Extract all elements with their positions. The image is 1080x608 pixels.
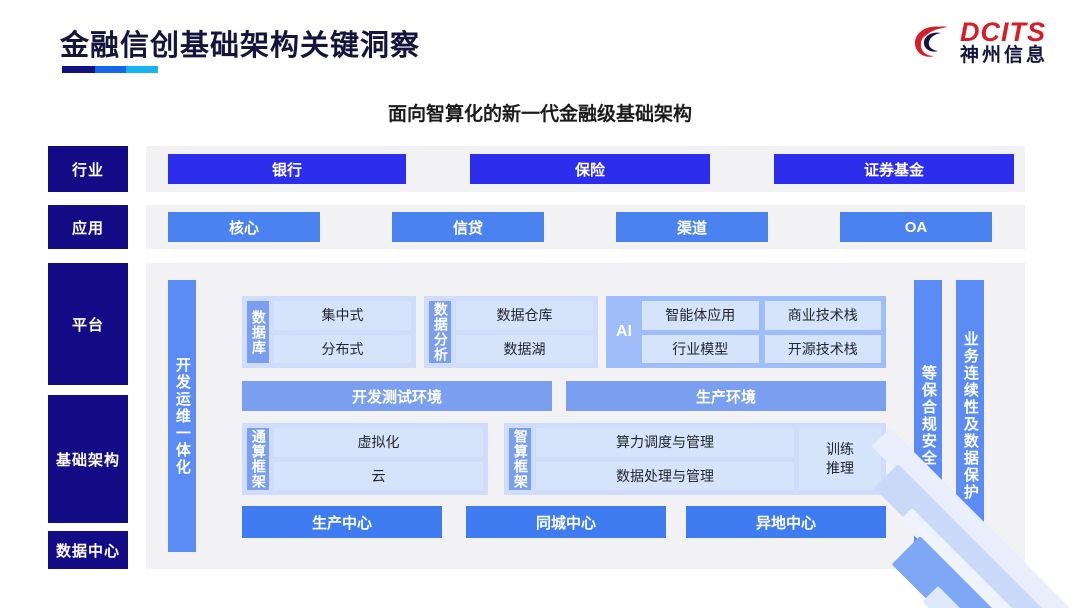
brand-logo: DCITS 神州信息 (912, 18, 1048, 66)
rule-segment-2 (94, 66, 127, 73)
cell-data-warehouse[interactable]: 数据仓库 (456, 301, 593, 330)
cell-agent-application[interactable]: 智能体应用 (642, 301, 759, 330)
logo-wordmark: DCITS 神州信息 (960, 18, 1048, 66)
group-row: 智能体应用 商业技术栈 (642, 301, 881, 330)
group-body: 算力调度与管理 数据处理与管理 (536, 428, 794, 490)
layer-label-application: 应用 (48, 205, 128, 249)
application-row-panel: 核心 信贷 渠道 OA (146, 205, 1025, 249)
industry-chip-securities-fund[interactable]: 证券基金 (774, 154, 1014, 184)
title-underline-rule (62, 66, 158, 73)
datacenter-chip-production[interactable]: 生产中心 (242, 506, 442, 538)
group-label-database: 数据库 (247, 301, 269, 363)
cell-training-label: 训练 (826, 441, 854, 458)
infra-group-general-compute-framework: 通算框架 虚拟化 云 (242, 423, 488, 495)
cell-cloud[interactable]: 云 (274, 461, 483, 490)
industry-row-panel: 银行 保险 证券基金 (146, 146, 1025, 192)
vertical-bar-devops[interactable]: 开发运维一体化 (168, 280, 196, 552)
vertical-bar-compliance-security[interactable]: 等保合规安全 (914, 280, 942, 552)
cell-data-lake[interactable]: 数据湖 (456, 334, 593, 363)
application-chip-oa[interactable]: OA (840, 212, 992, 242)
group-label-general-compute-framework: 通算框架 (247, 428, 269, 490)
platform-group-ai: AI 智能体应用 商业技术栈 行业模型 开源技术栈 (606, 296, 886, 368)
rule-segment-1 (62, 66, 95, 73)
layer-label-datacenter: 数据中心 (48, 531, 128, 569)
cell-inference-label: 推理 (826, 460, 854, 476)
environment-bar-production[interactable]: 生产环境 (566, 381, 886, 411)
platform-group-database: 数据库 集中式 分布式 (242, 296, 416, 368)
cell-distributed[interactable]: 分布式 (274, 334, 411, 363)
cell-compute-scheduling-management[interactable]: 算力调度与管理 (536, 428, 794, 457)
application-chip-credit[interactable]: 信贷 (392, 212, 544, 242)
cell-data-processing-management[interactable]: 数据处理与管理 (536, 461, 794, 490)
platform-group-data-analytics: 数据分析 数据仓库 数据湖 (424, 296, 598, 368)
rule-segment-3 (126, 66, 158, 73)
cell-training-inference[interactable]: 训练 推理 (799, 428, 881, 490)
cell-commercial-tech-stack[interactable]: 商业技术栈 (764, 301, 881, 330)
layer-label-platform: 平台 (48, 263, 128, 385)
group-row: 行业模型 开源技术栈 (642, 334, 881, 363)
industry-chip-insurance[interactable]: 保险 (470, 154, 710, 184)
cell-industry-model[interactable]: 行业模型 (642, 334, 759, 363)
page-title: 金融信创基础架构关键洞察 (60, 30, 421, 62)
infra-group-intelligent-compute-framework: 智算框架 算力调度与管理 数据处理与管理 训练 推理 (504, 423, 886, 495)
group-label-data-analytics: 数据分析 (429, 301, 451, 363)
vertical-bar-business-continuity[interactable]: 业务连续性及数据保护 (956, 280, 984, 552)
application-chip-core[interactable]: 核心 (168, 212, 320, 242)
group-label-intelligent-compute-framework: 智算框架 (509, 428, 531, 490)
datacenter-chip-metro[interactable]: 同城中心 (466, 506, 666, 538)
environment-bar-dev-test[interactable]: 开发测试环境 (242, 381, 552, 411)
diagram-subtitle: 面向智算化的新一代金融级基础架构 (387, 104, 692, 125)
group-body: 智能体应用 商业技术栈 行业模型 开源技术栈 (642, 301, 881, 363)
cell-centralized[interactable]: 集中式 (274, 301, 411, 330)
application-chip-channel[interactable]: 渠道 (616, 212, 768, 242)
logo-text-en: DCITS (959, 17, 1046, 47)
layer-label-infrastructure: 基础架构 (48, 395, 128, 523)
logo-text-cn: 神州信息 (959, 45, 1048, 67)
datacenter-chip-remote[interactable]: 异地中心 (686, 506, 886, 538)
architecture-main-panel: 开发运维一体化 等保合规安全 业务连续性及数据保护 数据库 集中式 分布式 数据… (146, 263, 1025, 569)
group-label-ai: AI (616, 323, 632, 341)
group-body: 数据仓库 数据湖 (456, 301, 593, 363)
layer-label-industry: 行业 (48, 146, 128, 192)
industry-chip-bank[interactable]: 银行 (168, 154, 406, 184)
group-body: 集中式 分布式 (274, 301, 411, 363)
cell-virtualization[interactable]: 虚拟化 (274, 428, 483, 457)
cell-open-source-tech-stack[interactable]: 开源技术栈 (764, 334, 881, 363)
dcits-swoosh-icon (912, 21, 954, 63)
group-body: 虚拟化 云 (274, 428, 483, 490)
